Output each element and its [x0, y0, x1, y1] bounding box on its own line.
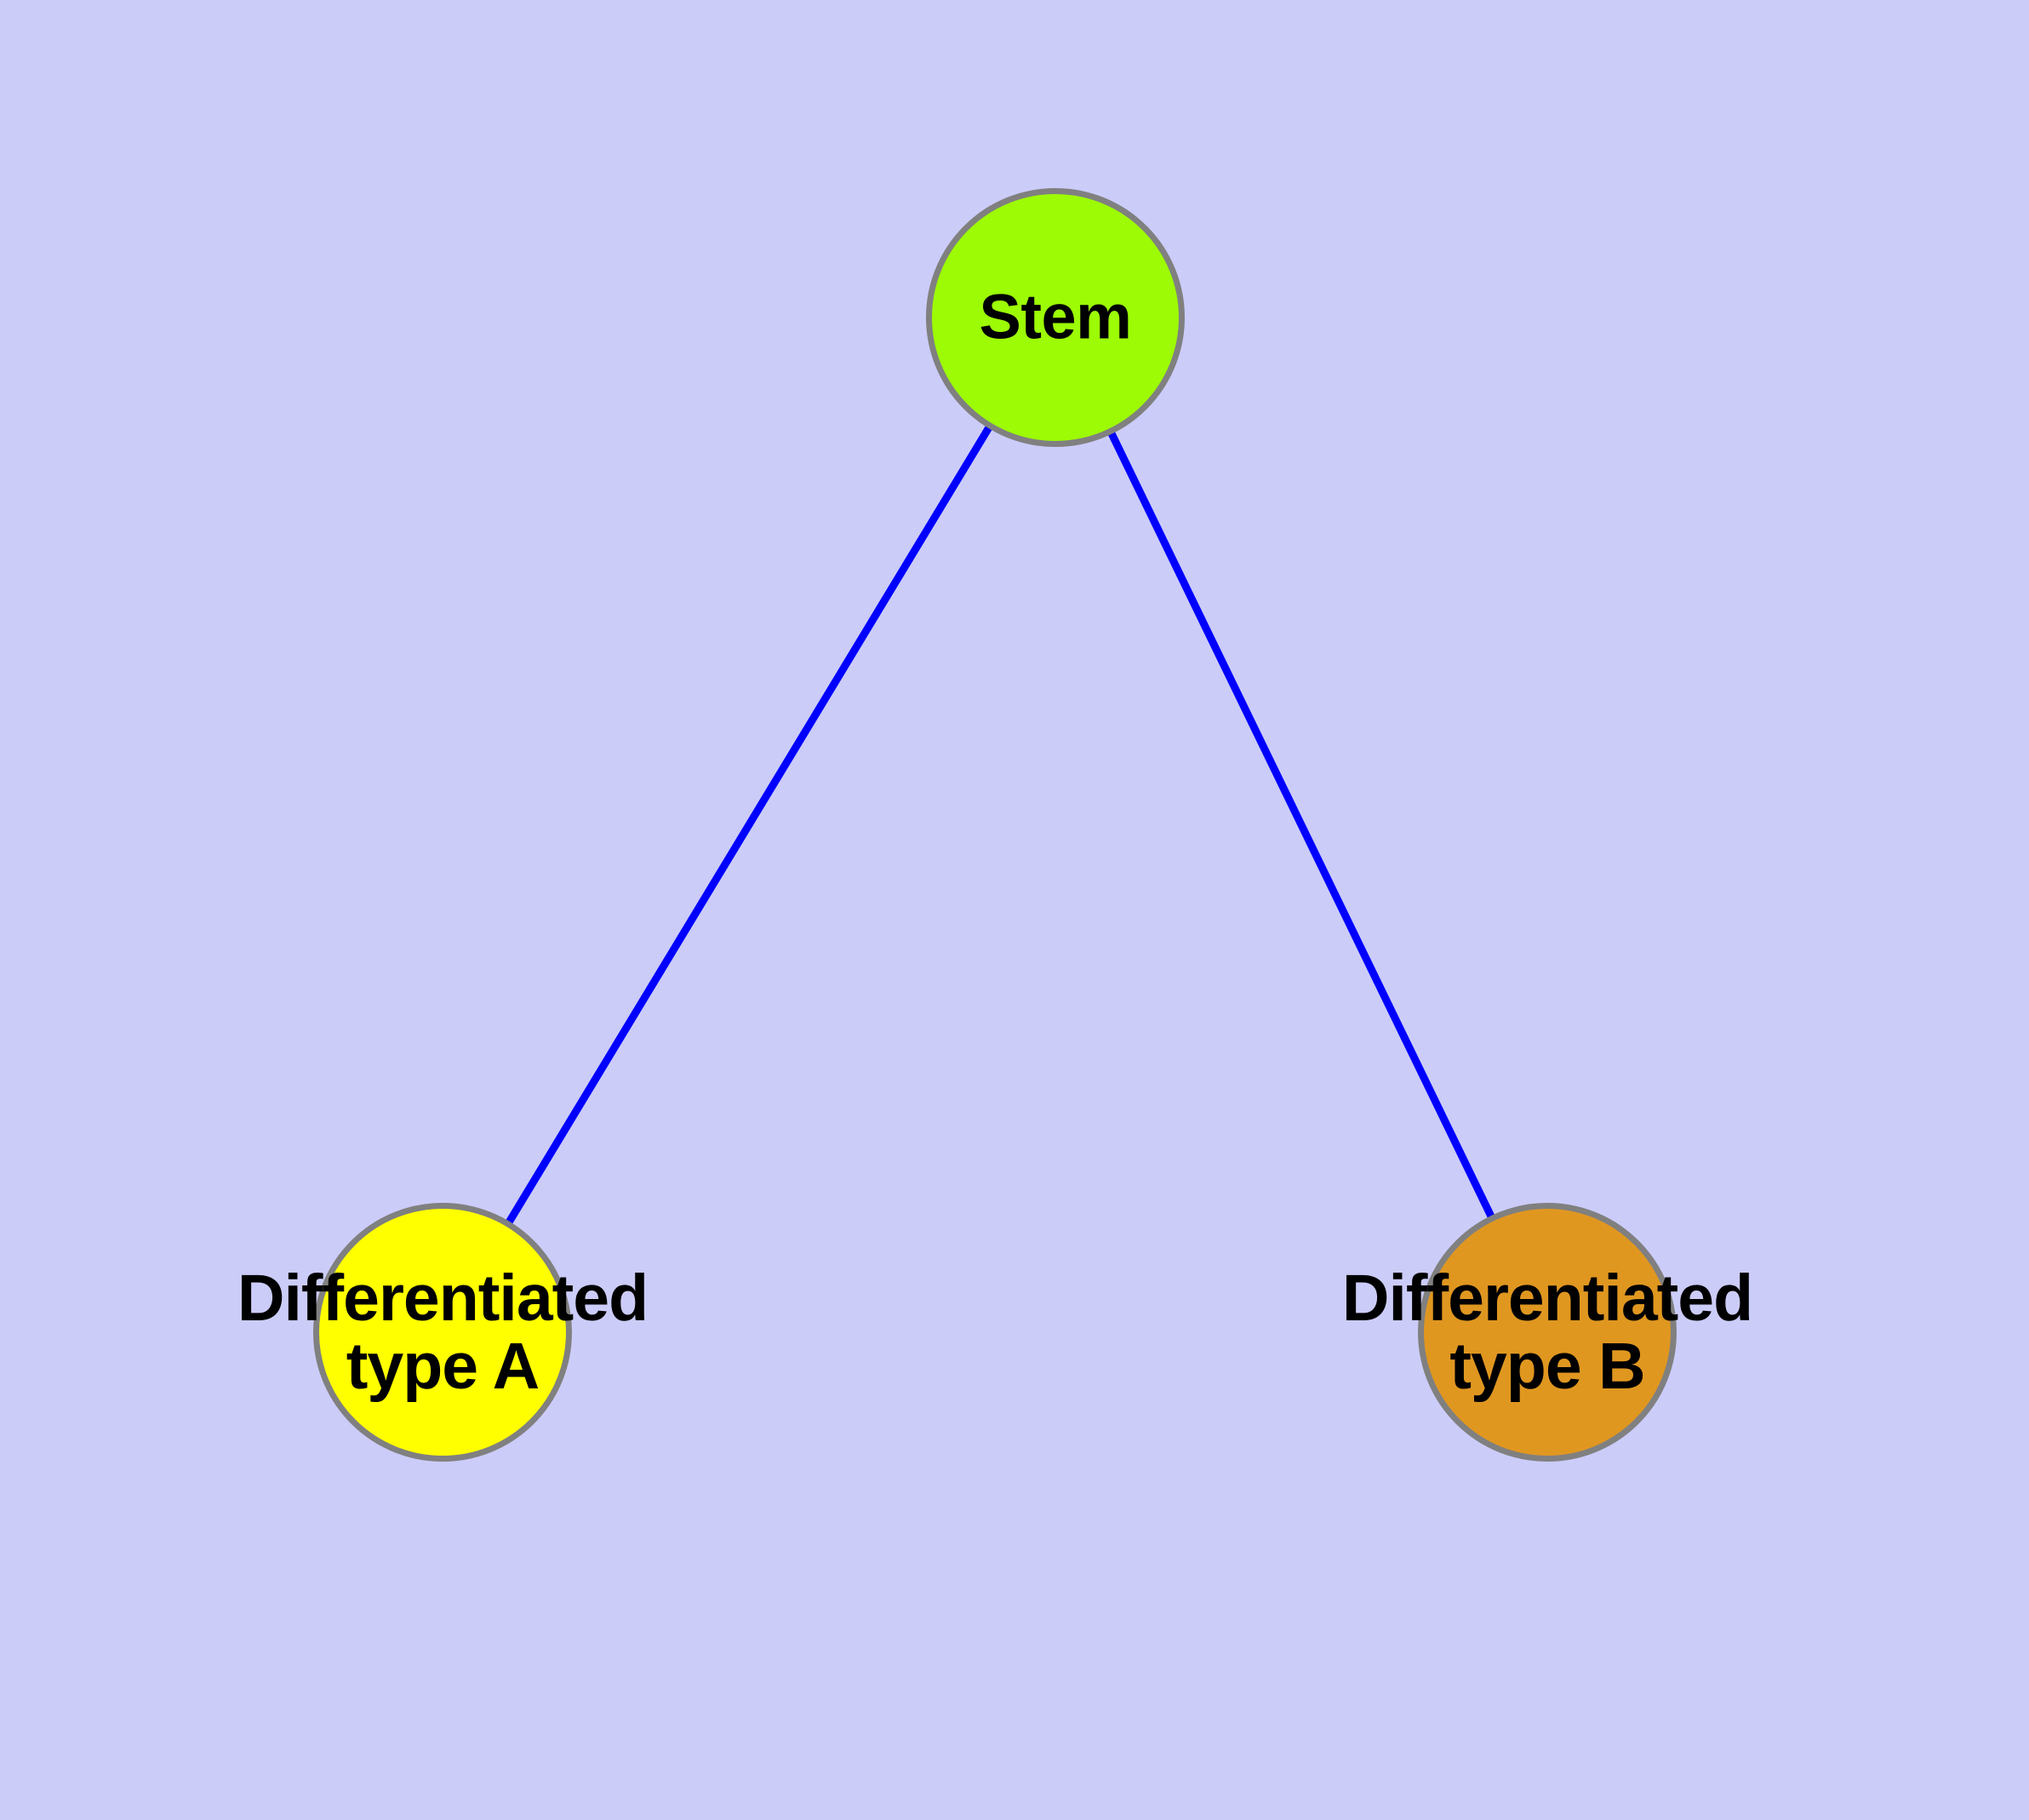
node-layer	[313, 188, 1677, 1462]
graph-node-diff-b[interactable]	[1418, 1203, 1677, 1462]
graph-node-diff-a[interactable]	[313, 1203, 572, 1462]
graph-edge-stem-to-a[interactable]	[504, 423, 994, 1227]
edge-layer	[504, 423, 1496, 1227]
graph-node-stem[interactable]	[926, 188, 1185, 447]
graph-edge-stem-to-b[interactable]	[1106, 429, 1496, 1221]
